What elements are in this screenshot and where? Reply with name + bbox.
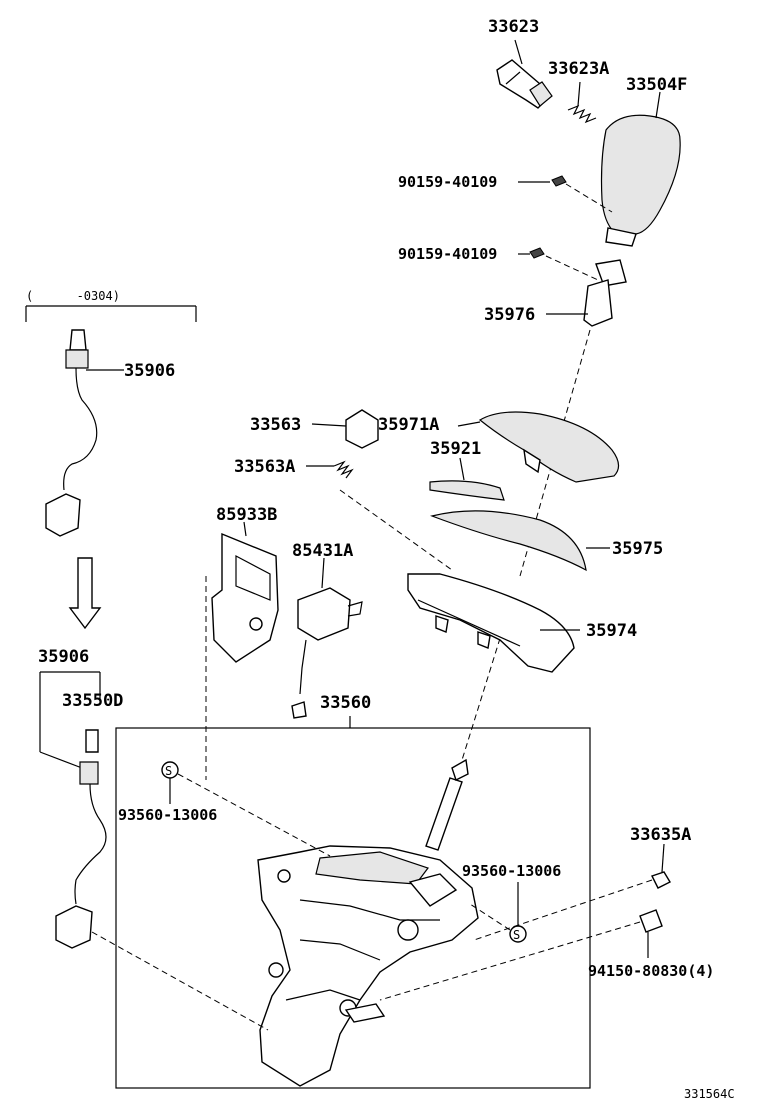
label-33563: 33563 bbox=[250, 415, 301, 435]
label-90159-lower: 90159-40109 bbox=[398, 245, 497, 263]
label-33635a: 33635A bbox=[630, 825, 691, 845]
part-85933b-bracket bbox=[205, 521, 279, 780]
label-35974: 35974 bbox=[586, 621, 637, 641]
label-35975: 35975 bbox=[612, 539, 663, 559]
part-35906-harness-top bbox=[45, 329, 124, 537]
label-35906-bottom: 35906 bbox=[38, 647, 89, 667]
drawing-reference: 331564C bbox=[684, 1087, 735, 1101]
label-90159-upper: 90159-40109 bbox=[398, 173, 497, 191]
part-35974-indicator-base bbox=[407, 573, 580, 673]
part-33563a-spring bbox=[306, 460, 453, 571]
part-33563-lock-piece bbox=[311, 409, 379, 449]
screw-upper bbox=[518, 175, 613, 213]
label-35976: 35976 bbox=[484, 305, 535, 325]
label-35921: 35921 bbox=[430, 439, 481, 459]
label-94150: 94150-80830(4) bbox=[588, 962, 714, 980]
marker-s-left: S bbox=[161, 761, 331, 857]
part-35906-harness-bottom bbox=[39, 671, 107, 949]
label-33560: 33560 bbox=[320, 693, 371, 713]
part-shifter-body bbox=[257, 845, 479, 1087]
label-93560-right: 93560-13006 bbox=[462, 862, 561, 880]
part-33504f-shift-knob bbox=[600, 91, 681, 247]
label-33504f: 33504F bbox=[626, 75, 687, 95]
bracket-date-range bbox=[25, 305, 197, 322]
arrow-down-icon bbox=[68, 557, 102, 630]
marker-s-right: S bbox=[469, 882, 527, 943]
label-85431a: 85431A bbox=[292, 541, 353, 561]
assembly-33560-box bbox=[115, 716, 591, 1089]
svg-text:S: S bbox=[513, 928, 520, 942]
screw-lower bbox=[518, 247, 599, 281]
label-85933b: 85933B bbox=[216, 505, 277, 525]
label-33623: 33623 bbox=[488, 17, 539, 37]
part-33635a-nut bbox=[473, 843, 671, 941]
axis-shifter-to-lever bbox=[461, 599, 513, 761]
part-35921-plate bbox=[429, 457, 505, 501]
connector-harness-to-body bbox=[91, 931, 269, 1031]
label-33623a: 33623A bbox=[548, 59, 609, 79]
part-35976-adapter bbox=[546, 259, 627, 327]
part-94150-bolt bbox=[379, 909, 663, 1001]
label-33563a: 33563A bbox=[234, 457, 295, 477]
label-35906-top: 35906 bbox=[124, 361, 175, 381]
part-33623-plug bbox=[496, 39, 553, 109]
svg-text:S: S bbox=[165, 764, 172, 778]
label-93560-left: 93560-13006 bbox=[118, 806, 217, 824]
label-33550d: 33550D bbox=[62, 691, 123, 711]
part-85431a-switch bbox=[291, 557, 363, 719]
part-shift-lever-rod bbox=[425, 758, 469, 851]
part-35975-slide-cover bbox=[429, 510, 610, 572]
label-35971a: 35971A bbox=[378, 415, 439, 435]
label-date-range: ( -0304) bbox=[26, 289, 120, 303]
part-33623a-spring bbox=[567, 81, 597, 124]
part-35971a-indicator-housing bbox=[457, 411, 620, 483]
